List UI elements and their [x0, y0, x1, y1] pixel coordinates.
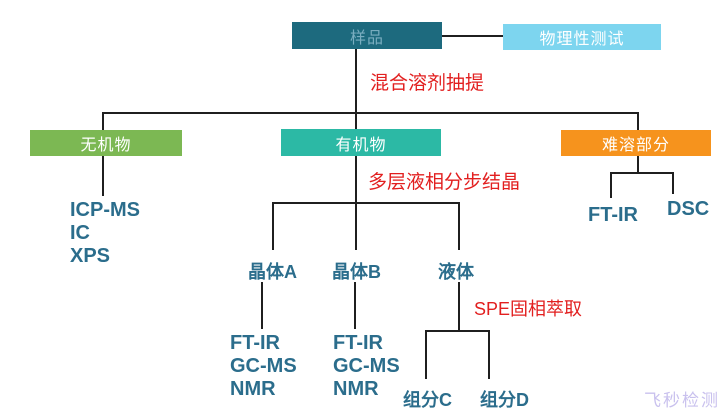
- method-item-icp-ms: ICP-MS: [70, 199, 140, 221]
- method-item-gc-ms: GC-MS: [333, 355, 400, 377]
- connector-inorganic-stem: [102, 156, 104, 196]
- crystal-a-method-list: FT-IR GC-MS NMR: [230, 332, 297, 401]
- leaf-crystal-a: 晶体A: [248, 262, 297, 282]
- process-label-fractional-crystallization: 多层液相分步结晶: [368, 172, 521, 193]
- connector-drop-liquid: [458, 202, 460, 250]
- method-item-gc-ms: GC-MS: [230, 355, 297, 377]
- leaf-fraction-c: 组分C: [403, 390, 452, 410]
- connector-drop-fraction-c: [425, 330, 427, 379]
- connector-drop-ftir: [610, 172, 612, 198]
- watermark-text: 飞秒检测: [644, 391, 720, 410]
- method-item-ftir: FT-IR: [333, 332, 383, 354]
- leaf-insoluble-dsc: DSC: [667, 198, 710, 220]
- node-insoluble-label: 难溶部分: [601, 137, 670, 154]
- connector-drop-fraction-d: [488, 330, 490, 379]
- connector-drop-insoluble: [637, 112, 639, 131]
- node-inorganic: 无机物: [30, 130, 182, 156]
- node-inorganic-label: 无机物: [80, 137, 132, 154]
- connector-drop-organic: [355, 112, 357, 130]
- leaf-fraction-d: 组分D: [480, 390, 529, 410]
- leaf-insoluble-ftir: FT-IR: [588, 204, 638, 226]
- connector-main-branch: [102, 112, 638, 114]
- connector-liquid-stem: [458, 282, 460, 330]
- process-label-spe-extraction: SPE固相萃取: [474, 299, 583, 319]
- crystal-b-method-list: FT-IR GC-MS NMR: [333, 332, 400, 401]
- connector-sample-to-physical-test: [442, 35, 503, 37]
- leaf-liquid: 液体: [438, 262, 474, 282]
- method-item-ic: IC: [70, 222, 90, 244]
- method-item-xps: XPS: [70, 245, 111, 267]
- node-organic: 有机物: [281, 129, 441, 156]
- node-sample: 样品: [292, 22, 442, 49]
- connector-insoluble-stem: [637, 156, 639, 172]
- connector-drop-dsc: [672, 172, 674, 194]
- inorganic-method-list: ICP-MS IC XPS: [70, 199, 140, 268]
- connector-organic-branch: [272, 202, 459, 204]
- connector-drop-crystal-a: [272, 202, 274, 250]
- connector-liquid-branch: [425, 330, 489, 332]
- connector-crystal-a-stem: [261, 282, 263, 329]
- connector-sample-stem: [355, 49, 357, 112]
- node-physical-test-label: 物理性测试: [539, 31, 625, 48]
- node-insoluble: 难溶部分: [561, 130, 711, 156]
- leaf-crystal-b: 晶体B: [332, 262, 381, 282]
- connector-drop-inorganic: [102, 112, 104, 131]
- connector-insoluble-branch: [610, 172, 673, 174]
- method-item-nmr: NMR: [230, 378, 276, 400]
- node-physical-test: 物理性测试: [503, 24, 661, 50]
- connector-organic-stem: [355, 156, 357, 202]
- method-item-ftir: FT-IR: [230, 332, 280, 354]
- node-sample-label: 样品: [349, 29, 384, 47]
- process-label-solvent-extraction: 混合溶剂抽提: [370, 73, 485, 94]
- connector-crystal-b-stem: [354, 282, 356, 329]
- method-item-nmr: NMR: [333, 378, 379, 400]
- connector-drop-crystal-b: [355, 202, 357, 250]
- node-organic-label: 有机物: [335, 136, 387, 154]
